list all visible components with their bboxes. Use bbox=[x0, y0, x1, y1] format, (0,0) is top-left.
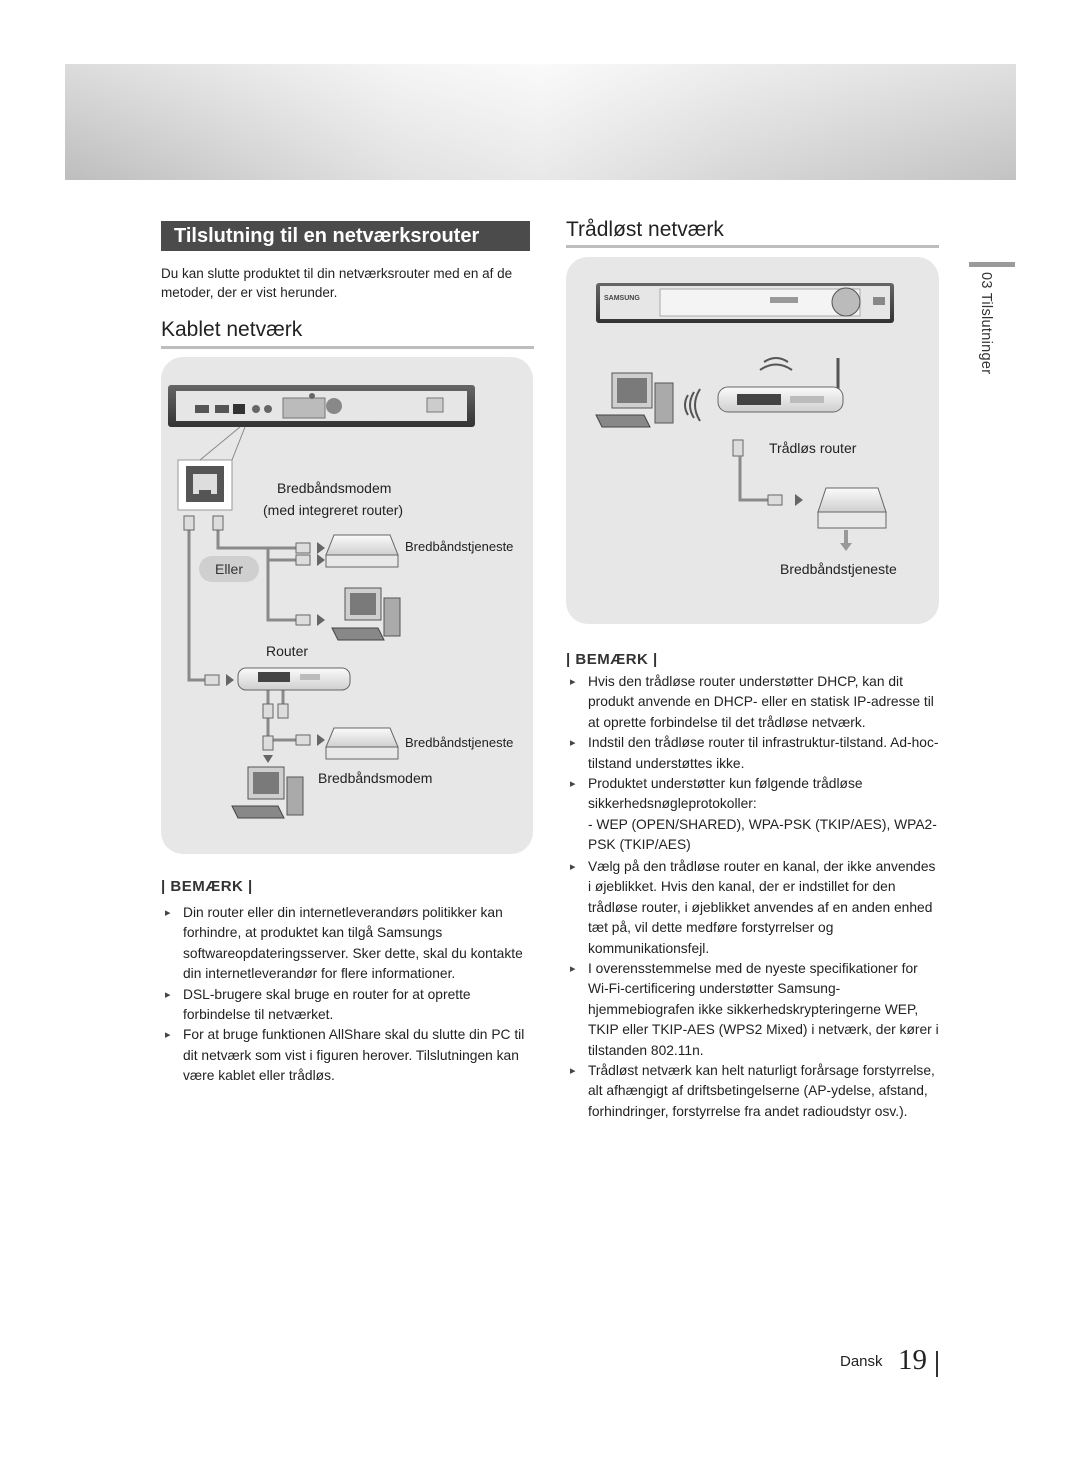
page-number: 19 bbox=[898, 1344, 927, 1376]
wireless-note: Trådløst netværk kan helt naturligt forå… bbox=[566, 1061, 942, 1122]
wireless-modem-device bbox=[817, 487, 887, 551]
wired-heading-rule bbox=[161, 346, 534, 349]
wired-heading: Kablet netværk bbox=[161, 318, 303, 341]
wired-note: Din router eller din internetleverandørs… bbox=[161, 903, 536, 985]
header-banner bbox=[65, 64, 1016, 180]
player-front-panel: SAMSUNG bbox=[596, 283, 894, 323]
lan-port-zoom bbox=[177, 426, 246, 511]
page-number-divider bbox=[936, 1351, 938, 1377]
or-badge: Eller bbox=[199, 556, 259, 582]
arrows bbox=[226, 542, 325, 763]
wireless-cable bbox=[732, 439, 803, 506]
wired-note: DSL-brugere skal bruge en router for at … bbox=[161, 985, 536, 1026]
intro-text: Du kan slutte produktet til din netværks… bbox=[161, 266, 513, 300]
wireless-note-heading: | BEMÆRK | bbox=[566, 651, 658, 668]
label-service-1: Bredbåndstjeneste bbox=[405, 539, 514, 554]
pc-wired-1 bbox=[331, 587, 401, 641]
wired-note: For at bruge funktionen AllShare skal du… bbox=[161, 1025, 536, 1086]
wireless-heading: Trådløst netværk bbox=[566, 218, 724, 241]
section-title: Tilslutning til en netværksrouter bbox=[161, 221, 530, 251]
label-modem: Bredbåndsmodem bbox=[277, 480, 392, 496]
pc-wired-2 bbox=[231, 766, 304, 819]
router-device bbox=[237, 667, 351, 691]
modem-device-2 bbox=[325, 727, 399, 760]
wireless-sub-note: - WEP (OPEN/SHARED), WPA-PSK (TKIP/AES),… bbox=[588, 816, 937, 853]
wired-notes-list: Din router eller din internetleverandørs… bbox=[161, 903, 536, 1087]
label-router: Router bbox=[266, 643, 309, 659]
chapter-tab-bar bbox=[969, 262, 1015, 267]
footer-language: Dansk bbox=[840, 1353, 883, 1370]
wireless-note: Indstil den trådløse router til infrastr… bbox=[566, 733, 942, 774]
connectors bbox=[183, 515, 311, 751]
chapter-tab-label: 03 Tilslutninger bbox=[978, 272, 994, 375]
wireless-heading-rule bbox=[566, 245, 939, 248]
wireless-note: Vælg på den trådløse router en kanal, de… bbox=[566, 857, 942, 959]
wifi-waves bbox=[684, 357, 793, 422]
label-service-2: Bredbåndstjeneste bbox=[405, 735, 514, 750]
wired-note-heading: | BEMÆRK | bbox=[161, 878, 253, 895]
wireless-router-device bbox=[717, 358, 844, 413]
pc-wireless bbox=[595, 372, 674, 428]
wireless-notes-list-2: Vælg på den trådløse router en kanal, de… bbox=[566, 857, 942, 1122]
label-modem-2: Bredbåndsmodem bbox=[318, 770, 433, 786]
modem-device-1 bbox=[325, 534, 399, 568]
brand-text: SAMSUNG bbox=[604, 295, 640, 302]
label-modem-sub: (med integreret router) bbox=[263, 502, 404, 518]
wireless-notes-list: Hvis den trådløse router understøtter DH… bbox=[566, 672, 942, 856]
wireless-note: I overensstemmelse med de nyeste specifi… bbox=[566, 959, 942, 1061]
player-rear-panel bbox=[168, 385, 475, 427]
wireless-note: Hvis den trådløse router understøtter DH… bbox=[566, 672, 942, 733]
label-wireless-router: Trådløs router bbox=[769, 440, 857, 456]
label-wireless-service: Bredbåndstjeneste bbox=[780, 561, 897, 577]
wireless-note: Produktet understøtter kun følgende tråd… bbox=[566, 774, 942, 815]
